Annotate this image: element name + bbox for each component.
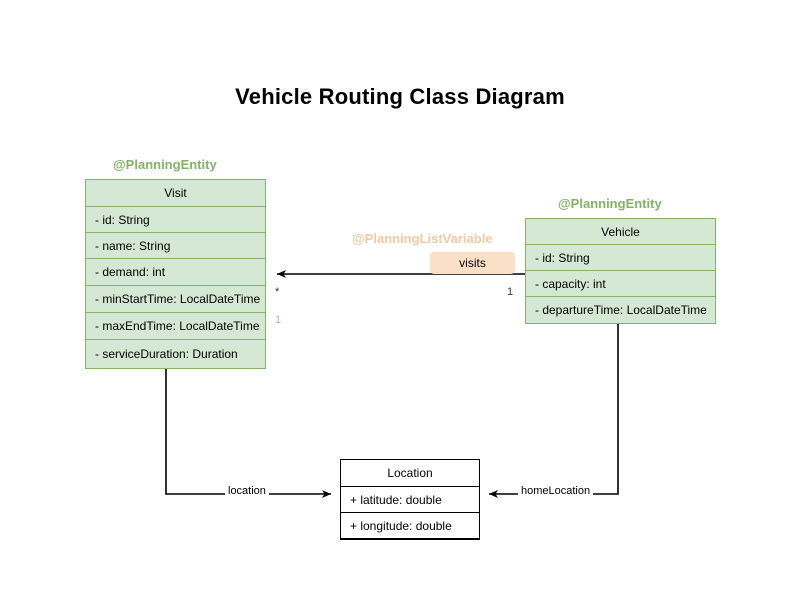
edge-label-location: location	[225, 485, 269, 497]
attribute-row: + longitude: double	[341, 513, 479, 539]
class-box-vehicle[interactable]: Vehicle - id: String - capacity: int - d…	[525, 218, 716, 324]
attribute-row: - maxEndTime: LocalDateTime	[86, 313, 265, 340]
attribute-row: - serviceDuration: Duration	[95, 347, 238, 361]
attribute-row: - departureTime: LocalDateTime	[535, 303, 707, 317]
attribute-row: - minStartTime: LocalDateTime	[86, 286, 265, 313]
multiplicity-visit-location-side: 1	[275, 314, 282, 326]
attribute-row: - demand: int	[86, 259, 265, 286]
attribute-row: - id: String	[86, 207, 265, 233]
edge-label-home-location: homeLocation	[518, 485, 594, 497]
class-name-location: Location	[341, 460, 479, 487]
class-box-location[interactable]: Location + latitude: double + longitude:…	[340, 459, 480, 540]
stereotype-visit: @PlanningEntity	[113, 157, 217, 172]
stereotype-vehicle: @PlanningEntity	[558, 196, 662, 211]
stereotype-planning-list-variable: @PlanningListVariable	[352, 231, 493, 246]
attribute-row: + latitude: double	[341, 487, 479, 513]
class-name-visit: Visit	[86, 180, 265, 207]
attribute-row: - name: String	[86, 233, 265, 259]
multiplicity-vehicle-side: 1	[507, 286, 514, 298]
connector-vehicle-home-location	[489, 322, 619, 498]
multiplicity-visit-side: *	[275, 286, 280, 298]
connector-visit-location	[165, 363, 331, 498]
class-box-visit[interactable]: Visit - id: String - name: String - dema…	[85, 179, 266, 369]
page-title: Vehicle Routing Class Diagram	[235, 84, 565, 109]
class-name-vehicle: Vehicle	[526, 219, 715, 245]
attribute-row: - capacity: int	[526, 271, 715, 297]
badge-visits[interactable]: visits	[430, 252, 515, 274]
attribute-row: - id: String	[526, 245, 715, 271]
